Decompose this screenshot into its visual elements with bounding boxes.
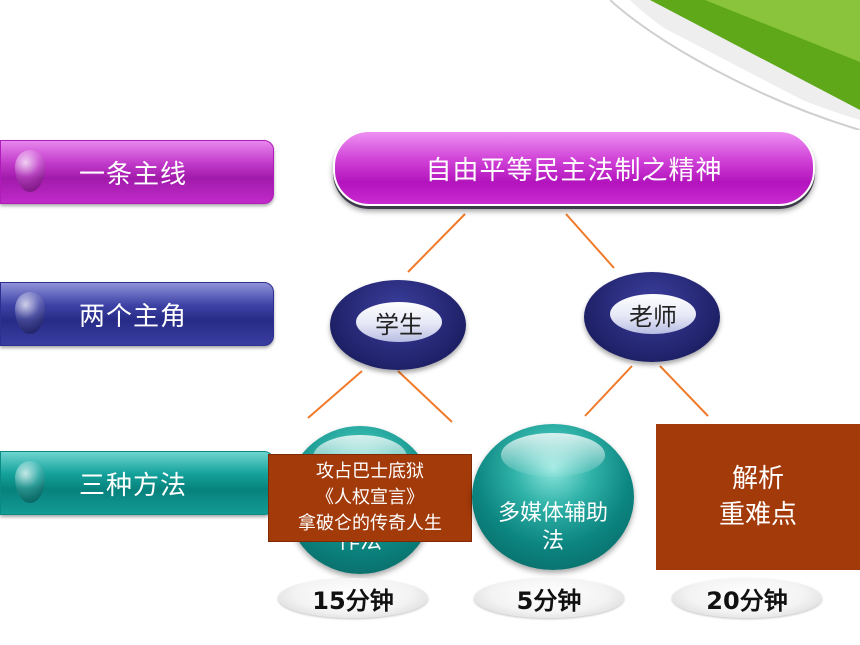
label-three-methods-text: 三种方法 [79,470,188,501]
main-line-text: 自由平等民主法制之精神 [425,155,723,186]
time-method3: 20分钟 [672,578,822,618]
role-student-label: 学生 [356,302,442,342]
connector-mainline-student [407,213,466,273]
role-student-node: 学生 [330,280,466,370]
method3-line-2: 重难点 [718,500,797,530]
label-three-methods: 三种方法 [0,451,274,515]
connector-teacher-method3 [659,365,709,417]
droplet-icon [15,461,45,503]
label-two-roles: 两个主角 [0,282,274,346]
time-method1: 15分钟 [278,578,428,618]
role-teacher-node: 老师 [584,272,720,362]
droplet-icon [15,150,45,192]
connector-student-method2 [397,370,453,423]
method1-topics-box: 攻占巴士底狱 《人权宣言》 拿破仑的传奇人生 [268,454,472,542]
method1-topic-3: 拿破仑的传奇人生 [298,513,442,534]
method2-sphere [472,424,634,570]
time-method2: 5分钟 [474,578,624,618]
label-main-line-text: 一条主线 [79,159,188,190]
method1-topic-1: 攻占巴士底狱 [316,461,424,482]
method1-topic-2: 《人权宣言》 [316,487,424,508]
role-teacher-label: 老师 [610,294,696,334]
page-curl-decoration [610,0,860,130]
connector-student-method1 [307,370,363,419]
method3-box: 解析 重难点 [656,424,860,570]
main-line-node: 自由平等民主法制之精神 [333,130,815,206]
droplet-icon [15,292,45,334]
method3-line-1: 解析 [731,464,784,494]
method2-line-2: 法 [541,529,564,554]
connector-teacher-method2 [584,365,633,417]
label-main-line: 一条主线 [0,140,274,204]
connector-mainline-teacher [565,213,615,269]
method2-text: 多媒体辅助 法 [480,500,626,556]
method2-line-1: 多媒体辅助 [497,501,608,526]
label-two-roles-text: 两个主角 [79,301,188,332]
